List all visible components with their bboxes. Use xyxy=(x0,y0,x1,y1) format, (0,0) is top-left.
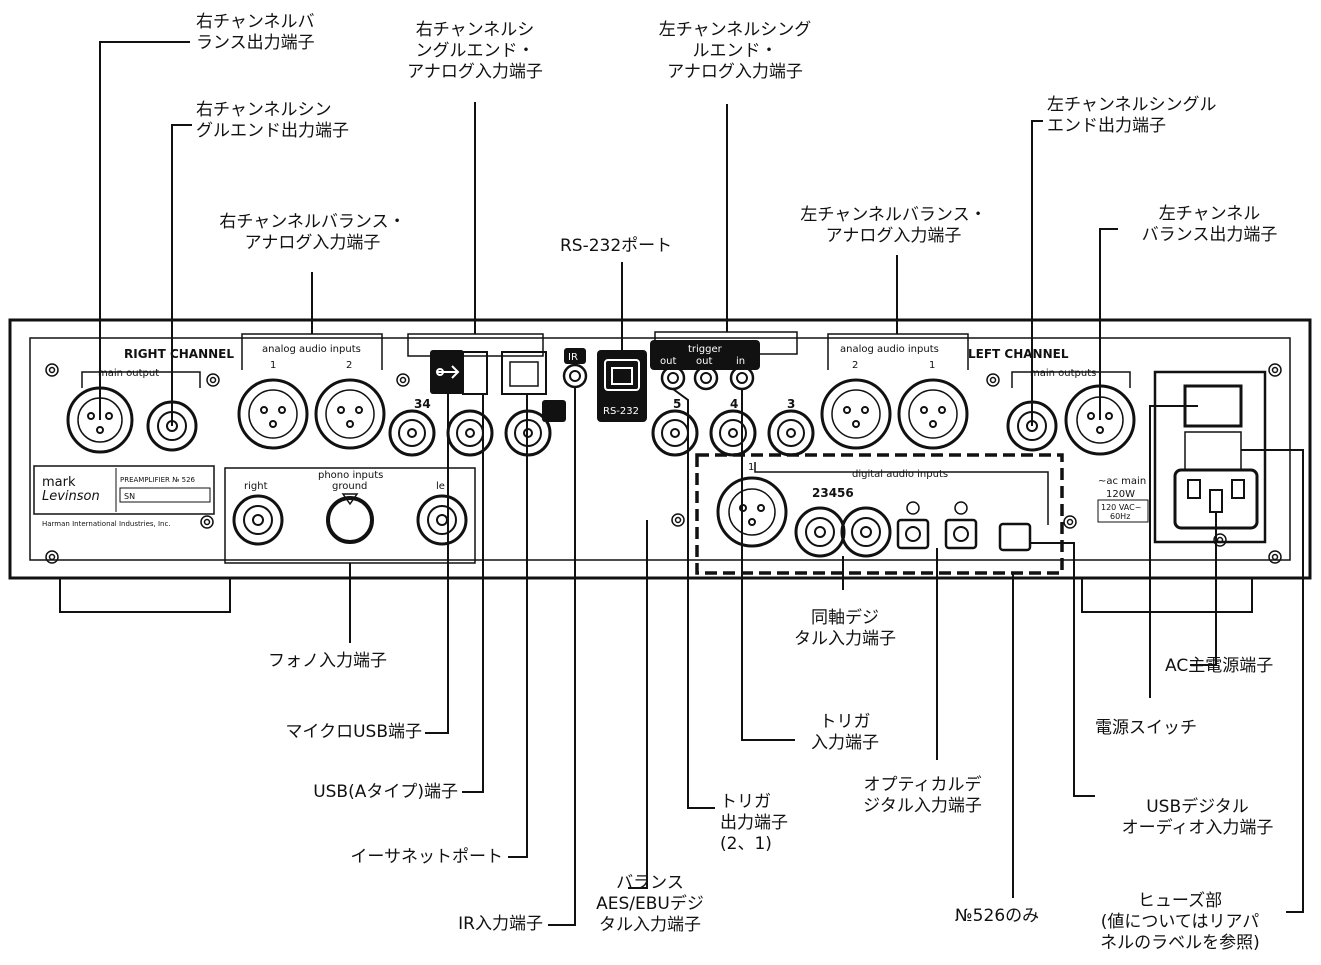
callout-fuse: ヒューズ部 (値についてはリアパ ネルのラベルを参照) xyxy=(1100,891,1260,953)
brand-line-1: mark xyxy=(42,475,76,490)
phono-right-label: right xyxy=(244,481,268,492)
left-xlr-input-1 xyxy=(897,378,969,450)
digital-inputs-box xyxy=(695,453,1064,575)
sn-label: SN xyxy=(124,492,135,501)
ethernet-logo-block xyxy=(542,400,566,422)
callout-right-balanced-in: 右チャンネルバランス・ アナログ入力端子 xyxy=(219,212,406,253)
optical-jacks xyxy=(896,501,978,550)
digital-inputs-bracket xyxy=(754,462,1049,525)
ac-main-label: ~ac main xyxy=(1098,476,1146,487)
maker-line: Harman International Industries, Inc. xyxy=(42,520,171,528)
brand-line-2: Levinson xyxy=(42,489,100,504)
aes-ebu-xlr xyxy=(716,476,788,548)
label-plate xyxy=(33,465,215,515)
ac-module xyxy=(1153,370,1267,544)
callout-ethernet: イーサネットポート xyxy=(350,847,503,867)
callout-left-balanced-in: 左チャンネルバランス・ アナログ入力端子 xyxy=(800,205,987,246)
phono-left-label: le xyxy=(436,481,445,492)
leader-lines xyxy=(99,41,1304,926)
digital-nums-label: 23456 xyxy=(812,486,854,500)
usb-icon xyxy=(436,365,460,379)
left-rca-inputs xyxy=(651,409,815,457)
right-in-1-label: 1 xyxy=(270,360,276,371)
callout-optical-in: オプティカルデ ジタル入力端子 xyxy=(863,775,982,816)
callout-ir-in: IR入力端子 xyxy=(458,914,543,934)
digital-1-label: 1 xyxy=(748,462,754,473)
usb-b-port xyxy=(998,522,1032,552)
right-xlr-input-2 xyxy=(314,378,386,450)
callout-ac-main: AC主電源端子 xyxy=(1165,656,1274,676)
callout-usb-digital-in: USBデジタル オーディオ入力端子 xyxy=(1121,797,1274,838)
left-main-output-bracket xyxy=(1011,371,1131,388)
callout-right-single-in: 右チャンネルシ ングルエンド・ アナログ入力端子 xyxy=(407,20,543,82)
callout-usb-a: USB(Aタイプ)端子 xyxy=(313,782,458,802)
right-se-nums-label: 34 xyxy=(414,397,431,411)
left-xlr-input-2 xyxy=(820,378,892,450)
callout-left-balanced-out: 左チャンネル バランス出力端子 xyxy=(1141,204,1278,245)
right-main-output-bracket xyxy=(81,371,201,388)
voltage-label-2: 60Hz xyxy=(1110,512,1130,521)
phono-inputs-label: phono inputs xyxy=(318,470,383,481)
left-se-5-label: 5 xyxy=(673,397,681,411)
right-channel-label: RIGHT CHANNEL xyxy=(124,347,234,361)
ir-jack xyxy=(562,363,588,389)
right-analog-inputs-label: analog audio inputs xyxy=(262,344,361,355)
trigger-out-2-label: out xyxy=(696,356,712,367)
callout-left-single-out: 左チャンネルシングル エンド出力端子 xyxy=(1047,95,1217,136)
left-se-4-label: 4 xyxy=(730,397,738,411)
voltage-label-1: 120 VAC~ xyxy=(1101,503,1141,512)
rs232-block xyxy=(597,350,647,422)
usb-a-port xyxy=(462,351,488,395)
left-se-3-label: 3 xyxy=(787,397,795,411)
callout-coax-in: 同軸デジ タル入力端子 xyxy=(794,608,896,649)
right-xlr-input-1 xyxy=(237,378,309,450)
trigger-label: trigger xyxy=(688,344,723,355)
callout-phono: フォノ入力端子 xyxy=(268,651,387,671)
left-main-outputs-label: main outputs xyxy=(1030,368,1096,379)
callout-micro-usb: マイクロUSB端子 xyxy=(285,722,422,742)
left-foot xyxy=(59,578,231,613)
ethernet-port xyxy=(501,351,547,395)
trigger-label-block xyxy=(650,340,760,370)
callout-trigger-out: トリガ 出力端子 (2、1) xyxy=(720,792,788,854)
callout-left-single-in: 左チャンネルシング ルエンド・ アナログ入力端子 xyxy=(658,20,812,82)
callout-right-balanced-out: 右チャンネルバ ランス出力端子 xyxy=(196,12,315,53)
trigger-in-label: in xyxy=(736,356,745,367)
callout-no526: №526のみ xyxy=(955,906,1040,926)
ir-label: IR xyxy=(568,352,578,363)
right-in-2-label: 2 xyxy=(346,360,352,371)
callout-power-switch: 電源スイッチ xyxy=(1095,718,1197,738)
rs232-port xyxy=(604,359,640,391)
right-foot xyxy=(1081,578,1253,613)
ground-label: ground xyxy=(332,481,367,492)
left-in-2-label: 2 xyxy=(852,360,858,371)
panel-screws xyxy=(45,363,1282,564)
callout-rs232: RS-232ポート xyxy=(560,236,673,256)
rs232-label: RS-232 xyxy=(603,406,639,417)
digital-audio-inputs-label: digital audio inputs xyxy=(852,469,948,480)
right-main-output-label: main output xyxy=(98,368,159,379)
chassis-outline xyxy=(8,318,1312,580)
phono-jacks xyxy=(232,493,468,546)
callout-aes-ebu: バランス AES/EBUデジ タル入力端子 xyxy=(596,873,704,935)
callout-right-single-out: 右チャンネルシン グルエンド出力端子 xyxy=(196,100,349,141)
model-line: PREAMPLIFIER № 526 xyxy=(120,476,196,484)
coax-jacks xyxy=(794,506,892,558)
left-analog-inputs-label: analog audio inputs xyxy=(840,344,939,355)
ir-label-block xyxy=(564,348,586,364)
wattage-label: 120W xyxy=(1106,489,1135,500)
trigger-jacks xyxy=(660,365,755,391)
left-in-1-label: 1 xyxy=(929,360,935,371)
left-channel-label: LEFT CHANNEL xyxy=(968,347,1069,361)
callout-trigger-in: トリガ 入力端子 xyxy=(811,712,879,753)
trigger-out-1-label: out xyxy=(660,356,676,367)
